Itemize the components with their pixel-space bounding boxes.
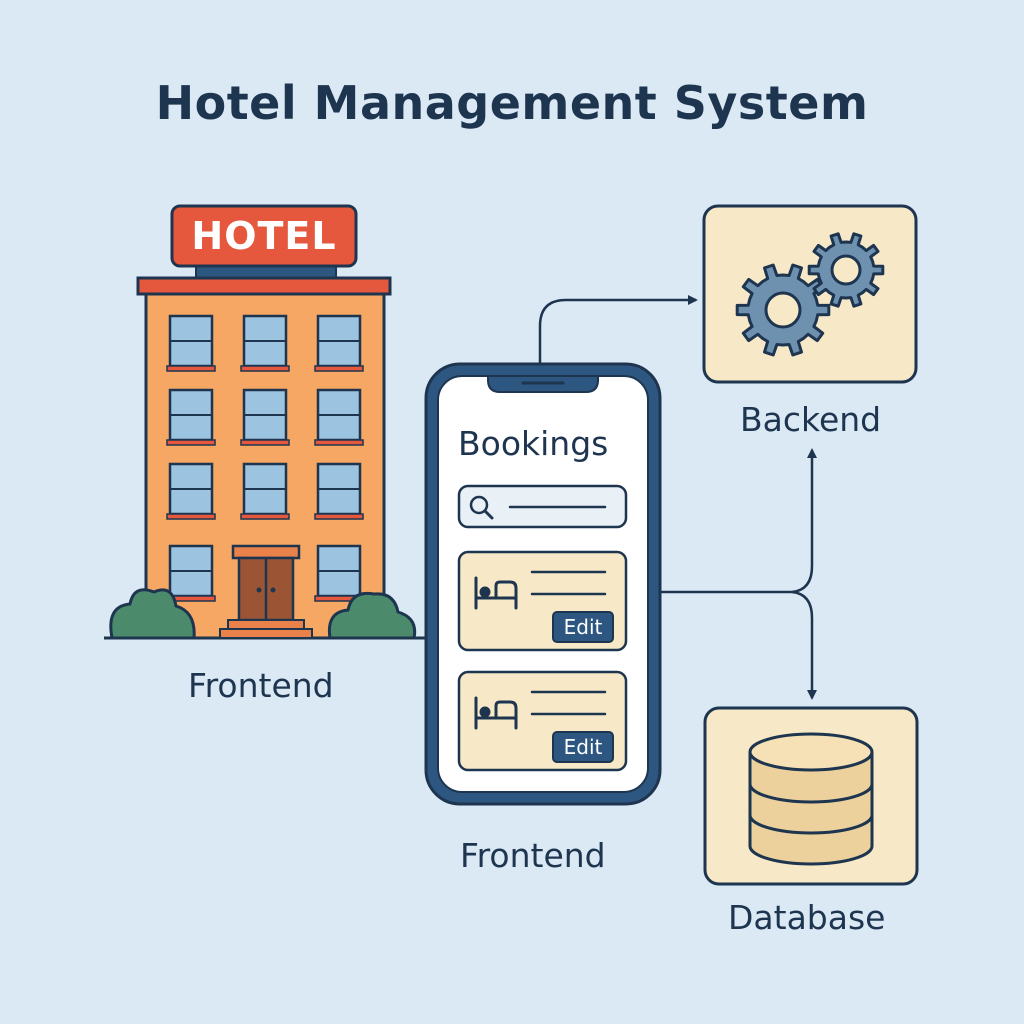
building-window xyxy=(166,544,216,602)
database-cylinder-body xyxy=(748,752,874,866)
booking-card[interactable] xyxy=(457,550,628,652)
bed-icon xyxy=(474,576,518,610)
database-label: Database xyxy=(728,898,886,937)
database-icon xyxy=(748,732,874,866)
building-window xyxy=(166,314,216,372)
edit-button-bg xyxy=(552,611,614,643)
door-step-upper xyxy=(227,619,305,630)
building-window xyxy=(314,388,364,446)
building-window xyxy=(314,314,364,372)
bush-right xyxy=(327,591,417,640)
phone-to-backend-arrow xyxy=(538,295,698,364)
gear-icon xyxy=(735,263,831,357)
building-window xyxy=(240,462,290,520)
building-window xyxy=(314,462,364,520)
building-windows xyxy=(166,314,364,602)
gears-icon xyxy=(735,232,885,357)
search-icon xyxy=(469,495,489,515)
booking-card[interactable] xyxy=(457,670,628,772)
database-cylinder-top xyxy=(748,732,874,772)
door-step-lower xyxy=(219,628,313,639)
bush-left xyxy=(109,588,196,640)
building-window xyxy=(166,462,216,520)
database-band-1 xyxy=(748,783,874,804)
edit-button-bg xyxy=(552,731,614,763)
hotel-sign-text: HOTEL xyxy=(191,214,337,258)
booking-cards xyxy=(457,550,628,772)
edit-button[interactable]: Edit xyxy=(563,735,603,759)
backend-box xyxy=(702,204,918,384)
hotel-frontend-label: Frontend xyxy=(188,666,334,705)
building-window xyxy=(240,388,290,446)
backend-label: Backend xyxy=(740,400,882,439)
bookings-title: Bookings xyxy=(458,424,609,463)
building-roof xyxy=(136,276,392,296)
edit-button[interactable]: Edit xyxy=(563,615,603,639)
connectors xyxy=(410,295,817,700)
building-window xyxy=(240,314,290,372)
database-band-2 xyxy=(748,814,874,835)
phone-frontend-label: Frontend xyxy=(460,836,606,875)
gear-icon xyxy=(807,232,885,308)
bed-icon xyxy=(474,696,518,730)
building-window xyxy=(166,388,216,446)
hotel-building xyxy=(104,204,425,640)
door-frame xyxy=(231,544,301,560)
phone-device xyxy=(424,362,662,806)
door-knob-left xyxy=(256,587,262,593)
building-window xyxy=(314,544,364,602)
door-knob-right xyxy=(270,587,276,593)
page-title: Hotel Management System xyxy=(155,76,869,130)
junction-to-backend-arrow xyxy=(791,448,817,594)
database-box xyxy=(703,706,919,886)
hotel-sign-board xyxy=(170,204,358,268)
search-icon-handle xyxy=(483,509,494,520)
junction-to-database-arrow xyxy=(791,590,817,700)
